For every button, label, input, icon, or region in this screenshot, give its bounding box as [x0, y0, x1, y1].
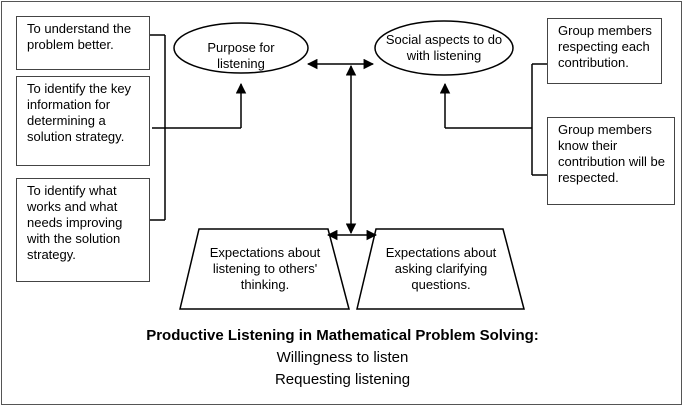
caption-line-1: Willingness to listen: [276, 349, 409, 366]
right-box-respecting-text: Group members respecting each contributi…: [558, 23, 652, 70]
social-label: Social aspects to do with listening: [385, 32, 503, 63]
listening-trapezoid: [179, 228, 350, 310]
left-box-key-information: To identify the key information for dete…: [16, 76, 150, 166]
purpose-label: Purpose for listening: [207, 40, 275, 71]
right-box-respecting: Group members respecting each contributi…: [547, 18, 662, 84]
right-bracket-connector: [439, 63, 547, 176]
left-box-what-works-text: To identify what works and what needs im…: [27, 183, 123, 262]
caption-title: Productive Listening in Mathematical Pro…: [146, 327, 539, 344]
right-box-respected-text: Group members know their contribution wi…: [558, 122, 665, 185]
right-box-respected: Group members know their contribution wi…: [547, 117, 675, 205]
purpose-ellipse: [173, 22, 309, 74]
social-ellipse: [374, 20, 514, 76]
caption-line-2: Requesting listening: [274, 371, 411, 388]
central-connectors: [306, 58, 378, 241]
left-box-what-works: To identify what works and what needs im…: [16, 178, 150, 282]
left-box-key-information-text: To identify the key information for dete…: [27, 81, 132, 144]
asking-trapezoid: [356, 228, 525, 310]
left-box-understand-text: To understand the problem better.: [27, 21, 132, 52]
left-bracket-connector: [150, 34, 247, 221]
listening-label: Expectations about listening to others' …: [209, 245, 321, 292]
asking-label: Expectations about asking clarifying que…: [385, 245, 497, 292]
left-box-understand: To understand the problem better.: [16, 16, 150, 70]
